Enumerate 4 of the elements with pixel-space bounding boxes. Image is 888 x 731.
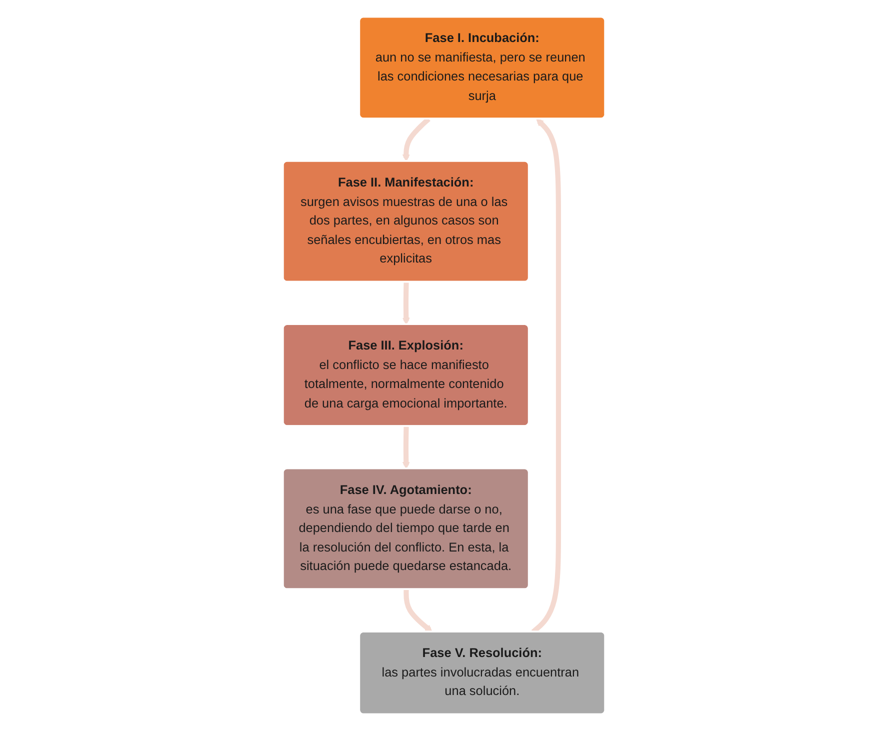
- arrow: [404, 590, 432, 632]
- arrow: [402, 282, 410, 325]
- arrow: [402, 426, 410, 470]
- arrow: [402, 117, 430, 162]
